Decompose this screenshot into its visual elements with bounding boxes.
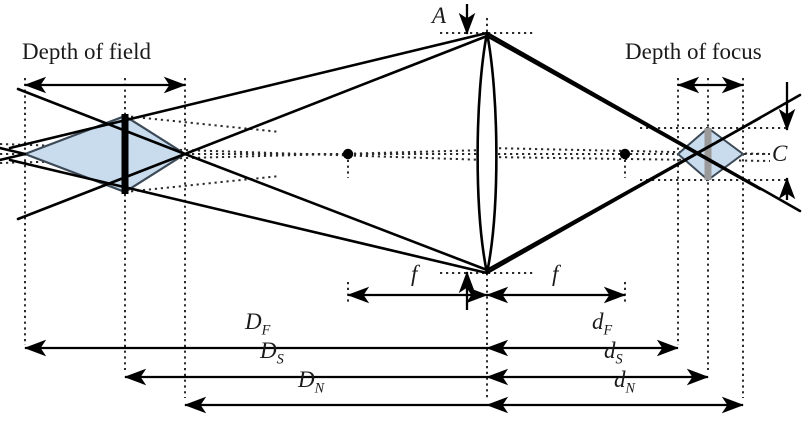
thin-lens bbox=[476, 32, 498, 274]
lens-body bbox=[476, 32, 498, 274]
ray-far-to-lens-top bbox=[8, 31, 489, 150]
image-blur-region bbox=[676, 126, 745, 182]
focal-point-right-dot bbox=[619, 148, 631, 160]
ray-near-to-lens-top bbox=[183, 34, 489, 156]
ray-bundle bbox=[0, 31, 802, 275]
annotation-arrows bbox=[24, 4, 796, 310]
focal-point-left-dot bbox=[342, 148, 354, 160]
tie-object-bottom bbox=[124, 175, 281, 193]
ray-lens-bottom-to-image-far bbox=[485, 116, 762, 272]
ray-far-to-lens-bottom bbox=[8, 158, 489, 275]
ray-lens-top-to-image-far bbox=[485, 34, 762, 191]
tie-object-top bbox=[124, 115, 281, 133]
ray-far-extension-lower-left bbox=[0, 152, 27, 162]
ray-far-extension-upper-left bbox=[0, 146, 27, 156]
object-blur-polygon bbox=[21, 114, 188, 194]
ray-near-extension-lower-left bbox=[16, 87, 187, 156]
focal-points bbox=[342, 148, 631, 160]
ray-near-extension-upper-left bbox=[16, 152, 187, 221]
ray-near-to-lens-bottom bbox=[183, 152, 489, 272]
focal-point-dotted-marks bbox=[347, 154, 626, 178]
